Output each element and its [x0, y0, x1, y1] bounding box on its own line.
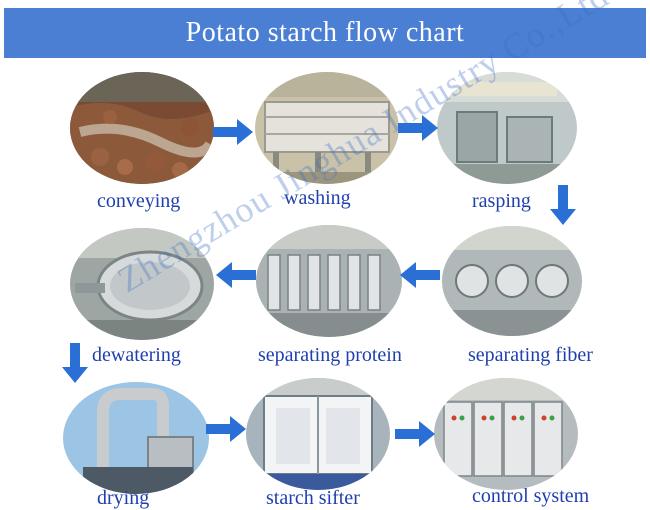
arrow-right-icon — [213, 119, 253, 145]
separating-fiber-photo — [442, 226, 582, 336]
dewatering-photo — [70, 228, 214, 340]
rasping-photo — [437, 72, 577, 184]
step-label-separating-fiber: separating fiber — [468, 344, 593, 366]
starch-sifter-photo — [246, 378, 390, 490]
arrow-left-icon — [216, 262, 256, 288]
step-label-starch-sifter: starch sifter — [266, 487, 360, 509]
arrow-right-icon — [395, 421, 435, 447]
step-label-drying: drying — [97, 487, 150, 509]
arrow-right-icon — [398, 115, 438, 141]
step-label-dewatering: dewatering — [92, 344, 181, 366]
arrow-down-icon — [62, 343, 88, 383]
step-label-washing: washing — [284, 187, 351, 209]
conveying-photo — [70, 72, 214, 184]
page-title: Potato starch flow chart — [185, 17, 465, 48]
drying-photo — [63, 382, 209, 494]
step-label-control-system: control system — [472, 485, 590, 507]
step-label-rasping: rasping — [472, 190, 531, 212]
arrow-left-icon — [400, 262, 440, 288]
arrow-right-icon — [206, 416, 246, 442]
step-label-separating-protein: separating protein — [258, 344, 402, 366]
title-banner: Potato starch flow chart — [4, 8, 646, 58]
step-label-conveying: conveying — [97, 190, 181, 212]
separating-protein-photo — [256, 225, 402, 337]
control-system-photo — [434, 378, 578, 490]
arrow-down-icon — [550, 185, 576, 225]
